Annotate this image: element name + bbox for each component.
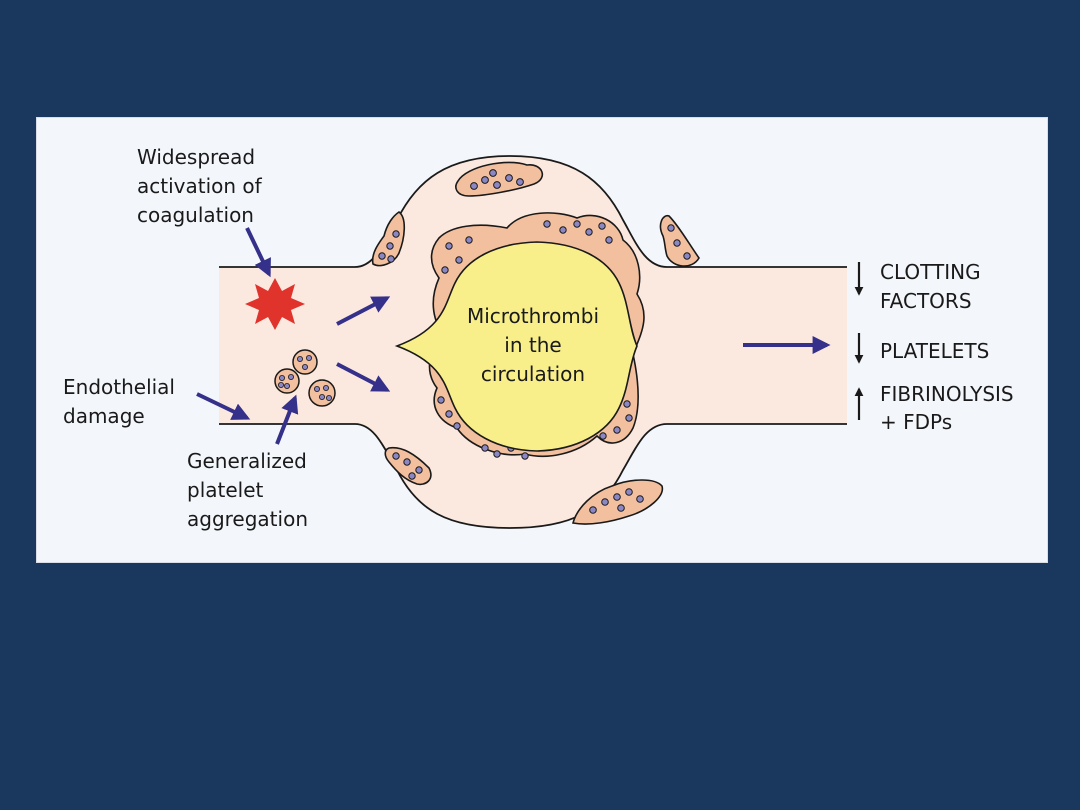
label-coagulation-3: coagulation [137,203,254,227]
wall-thrombus-top [455,161,544,197]
core-label-line-3: circulation [481,362,585,386]
arrow-coagulation [245,227,271,278]
effect-platelets: PLATELETS [880,339,989,363]
effect-fibrinolysis-1: FIBRINOLYSIS [880,382,1014,406]
wall-thrombus-lower-right [572,479,664,525]
arrow-platelet [275,394,299,445]
effect-clotting-1: CLOTTING [880,260,981,284]
arrow-flow-upper [336,296,391,326]
wall-thrombus-upper-left [371,211,406,267]
effect-clotting-2: FACTORS [880,289,972,313]
platelet-aggregates [274,349,336,407]
microthrombi-core [394,241,638,452]
label-platelet-3: aggregation [187,507,308,531]
diagram-panel: Microthrombi in the circulation [36,117,1048,563]
label-endothelial-2: damage [63,404,145,428]
wall-thrombus-upper-right [659,214,700,267]
wall-thrombus-lower-left [384,446,432,486]
label-coagulation-2: activation of [137,174,263,198]
effect-fibrinolysis-2: + FDPs [880,410,952,434]
coagulation-star [245,278,305,330]
arrow-flow-lower [336,362,391,392]
label-platelet-1: Generalized [187,449,307,473]
core-label-line-2: in the [504,333,561,357]
arrow-endothelial [196,392,251,420]
dic-diagram: Microthrombi in the circulation [63,145,1014,531]
label-endothelial-1: Endothelial [63,375,175,399]
label-platelet-2: platelet [187,478,264,502]
core-label-line-1: Microthrombi [467,304,599,328]
label-coagulation-1: Widespread [137,145,255,169]
